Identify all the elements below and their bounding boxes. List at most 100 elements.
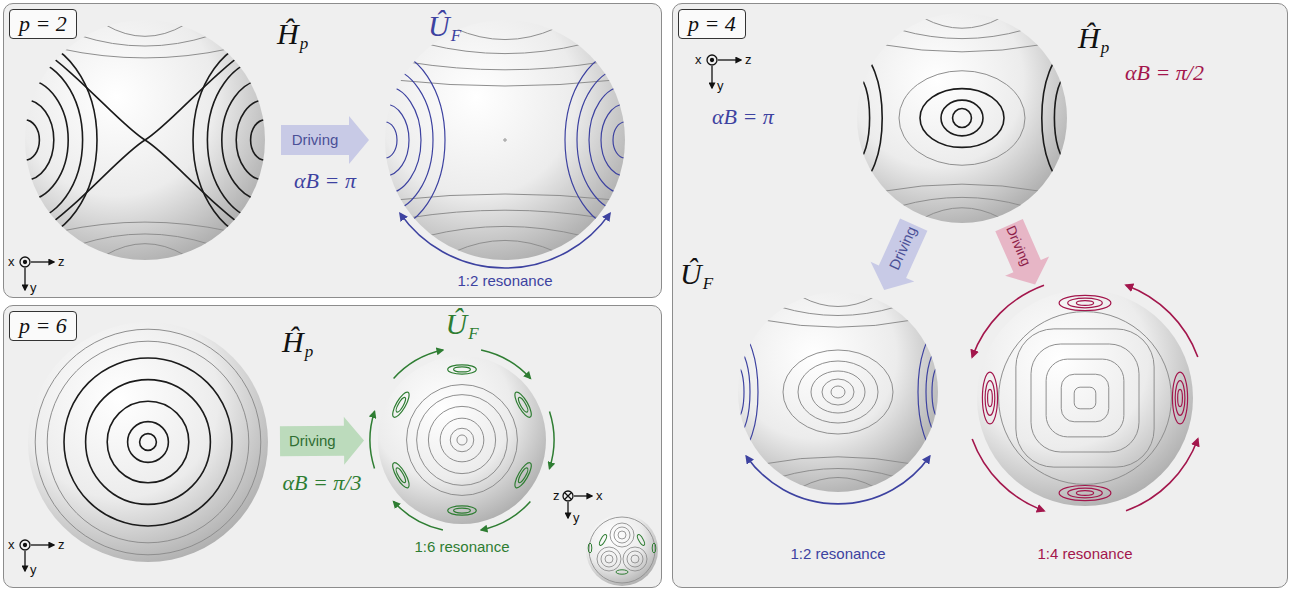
contour-line [1042,53,1092,183]
driving-phase: αB = π [712,104,774,130]
contour-line [140,434,157,451]
contour-line [900,30,1025,39]
driving-arrow [871,218,928,290]
operator-label: Ĥp [1078,22,1101,58]
sphere-surface [738,292,938,492]
contour-line [390,461,412,490]
axis-label: z [745,52,752,67]
contour-line [726,350,750,434]
contour-line [80,234,210,244]
arrow-label: Driving [289,432,336,450]
axis-label: z [58,254,65,269]
operator-label: Ĥp [277,18,300,54]
contour-line [1172,372,1187,424]
contour-line [407,385,518,496]
axis-dot [711,59,714,62]
contour-line [80,36,210,46]
contour-line [822,379,854,405]
contour-line [932,367,944,417]
resonance-arc [370,412,374,469]
contour-line [926,350,950,434]
phase-sphere: Ĥp [25,20,265,260]
sphere-surface [28,322,268,562]
contour-line [0,100,54,181]
contour-line [831,386,845,398]
operator-label: Ĥp [282,326,305,362]
contour-line [0,59,83,220]
phase-sphere [857,13,1067,223]
contour-line [988,389,993,406]
contour-line [37,46,253,233]
resonance-label: 1:6 resonance [414,538,509,556]
contour-line [1046,359,1124,437]
driving-arrow [281,116,369,164]
contour-line [427,226,583,236]
phase-sphere: ÛF1:6 resonance [378,356,546,524]
contour-line [428,406,495,473]
phase-sphere [977,290,1193,506]
operator-label: ÛF [445,308,478,344]
contour-line [455,240,555,251]
phase-sphere: 1:4 resonance [977,290,1193,506]
axis-label: y [717,78,724,93]
phase-sphere: ÛF1:2 resonance [385,20,625,260]
contour-line [417,395,508,486]
contour-line [11,120,40,160]
axis-label: z [58,537,65,552]
phase-sphere [385,20,625,260]
contour-line [601,551,617,567]
axis-dot [24,261,27,264]
contour-line [802,297,874,307]
contour-line [47,341,249,543]
contour-line [395,467,408,484]
contour-line [1031,344,1139,452]
contour-line [325,50,445,230]
axis-label: z [553,488,560,503]
contour-line [517,396,530,413]
phase-sphere: ÛF1:2 resonance [738,292,938,492]
phase-sphere [28,322,268,562]
arrow-label: Driving [292,131,339,149]
axis-arrow [31,261,54,262]
contour-line [408,210,602,218]
island [588,543,592,553]
contour-line [577,68,673,212]
contour-line [1076,491,1093,496]
contour-line [457,435,467,445]
sphere-surface [586,514,658,586]
contour-line [597,547,621,571]
contours [589,517,655,583]
contour-line [448,365,477,374]
contour-line [454,367,471,372]
contour-line [924,18,1000,28]
contour-line [251,120,280,160]
contour-line [798,361,878,423]
axis-dot [24,544,27,547]
contour-line [61,222,229,231]
resonance-label: 1:2 resonance [457,272,552,290]
contour-line [985,381,995,416]
contour-line [37,46,253,233]
contour-line [395,194,615,200]
contour-line [1076,301,1093,306]
phase-sphere [378,356,546,524]
contour-line [605,555,613,563]
contour-line [517,467,530,484]
contour-line [941,100,983,136]
contour-line [1061,374,1109,422]
contours [325,28,685,251]
panel-tag: p = 2 [9,9,77,39]
operator-label: ÛF [680,258,713,294]
contour-line [1068,488,1103,498]
axis-arrow [567,502,568,518]
phase-sphere [25,20,265,260]
contour-line [512,461,534,490]
island [636,534,646,547]
contour-line [373,122,397,158]
contour-line [780,307,895,316]
contours [718,297,958,487]
contour-line [732,367,744,417]
